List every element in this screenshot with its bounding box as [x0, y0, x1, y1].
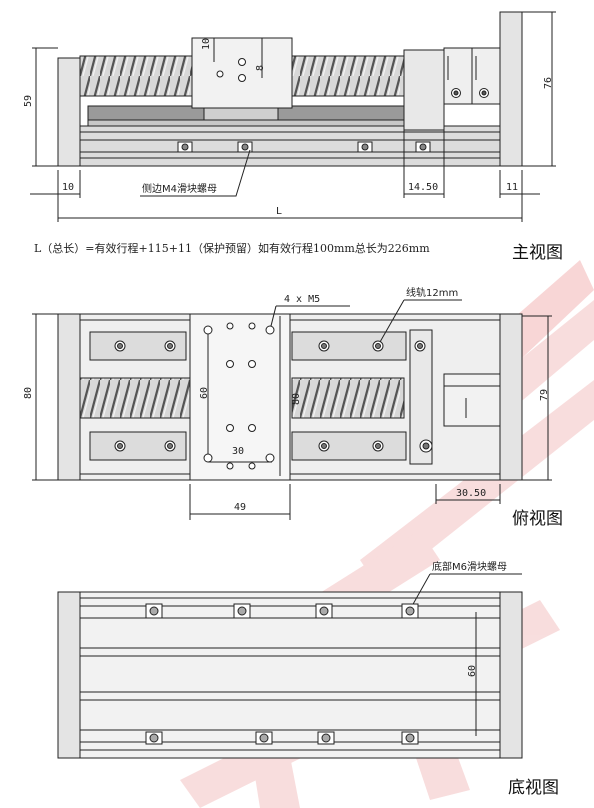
- dim-block-8: 8: [255, 65, 266, 71]
- top-view-title: 俯视图: [512, 509, 563, 529]
- front-view: [30, 11, 556, 222]
- carriage-plate: [189, 313, 291, 481]
- coupling-top: [443, 373, 501, 427]
- lead-screw-left: [79, 55, 193, 97]
- carriage-block: [191, 37, 293, 109]
- slot-nuts-bottom: [145, 603, 419, 745]
- end-plate-right: [499, 11, 523, 167]
- dim-top-30-50: 30.50: [456, 488, 486, 499]
- lead-screw-top-left: [79, 377, 191, 419]
- dim-top-60: 60: [199, 387, 210, 399]
- bottom-view: [57, 573, 523, 759]
- dim-76: 76: [543, 77, 554, 89]
- motor-mount: [403, 49, 445, 131]
- dim-block-10: 10: [201, 38, 212, 50]
- base-bottom: [79, 591, 501, 759]
- length-note: L（总长）=有效行程+115+11（保护预留）如有效行程100mm总长为226m…: [34, 241, 430, 255]
- bottom-view-title: 底视图: [508, 778, 559, 798]
- lead-screw-right: [291, 55, 405, 97]
- dim-L: L: [276, 206, 282, 217]
- dim-59: 59: [23, 95, 34, 107]
- dim-14-50: 14.50: [408, 182, 438, 193]
- callout-holes: 4 x M5: [284, 294, 320, 305]
- slot-nuts-front: [177, 141, 431, 153]
- callout-rail: 线轨12mm: [406, 286, 458, 299]
- end-plate-right-top: [499, 313, 523, 481]
- dim-11: 11: [506, 182, 518, 193]
- dim-top-49: 49: [234, 502, 246, 513]
- end-plate-left-top: [57, 313, 81, 481]
- lead-screw-top-right: [291, 377, 405, 419]
- top-view-holes: [114, 322, 433, 470]
- end-plate-right-bottom: [499, 591, 523, 759]
- dim-top-79: 79: [539, 389, 550, 401]
- top-view: [32, 299, 552, 520]
- callout-bottom-nut: 底部M6滑块螺母: [432, 560, 507, 573]
- end-plate-left: [57, 57, 81, 167]
- end-plate-left-bottom: [57, 591, 81, 759]
- dim-top-80-outer: 80: [23, 387, 34, 399]
- dim-top-80-inner: 80: [291, 393, 302, 405]
- dim-top-30: 30: [232, 446, 244, 457]
- dim-bottom-60: 60: [467, 665, 478, 677]
- rail-upper-right: [291, 331, 407, 361]
- callout-side-nut: 侧边M4滑块螺母: [142, 182, 217, 195]
- rail-lower-right: [291, 431, 407, 461]
- front-view-title: 主视图: [512, 243, 563, 263]
- dim-10: 10: [62, 182, 74, 193]
